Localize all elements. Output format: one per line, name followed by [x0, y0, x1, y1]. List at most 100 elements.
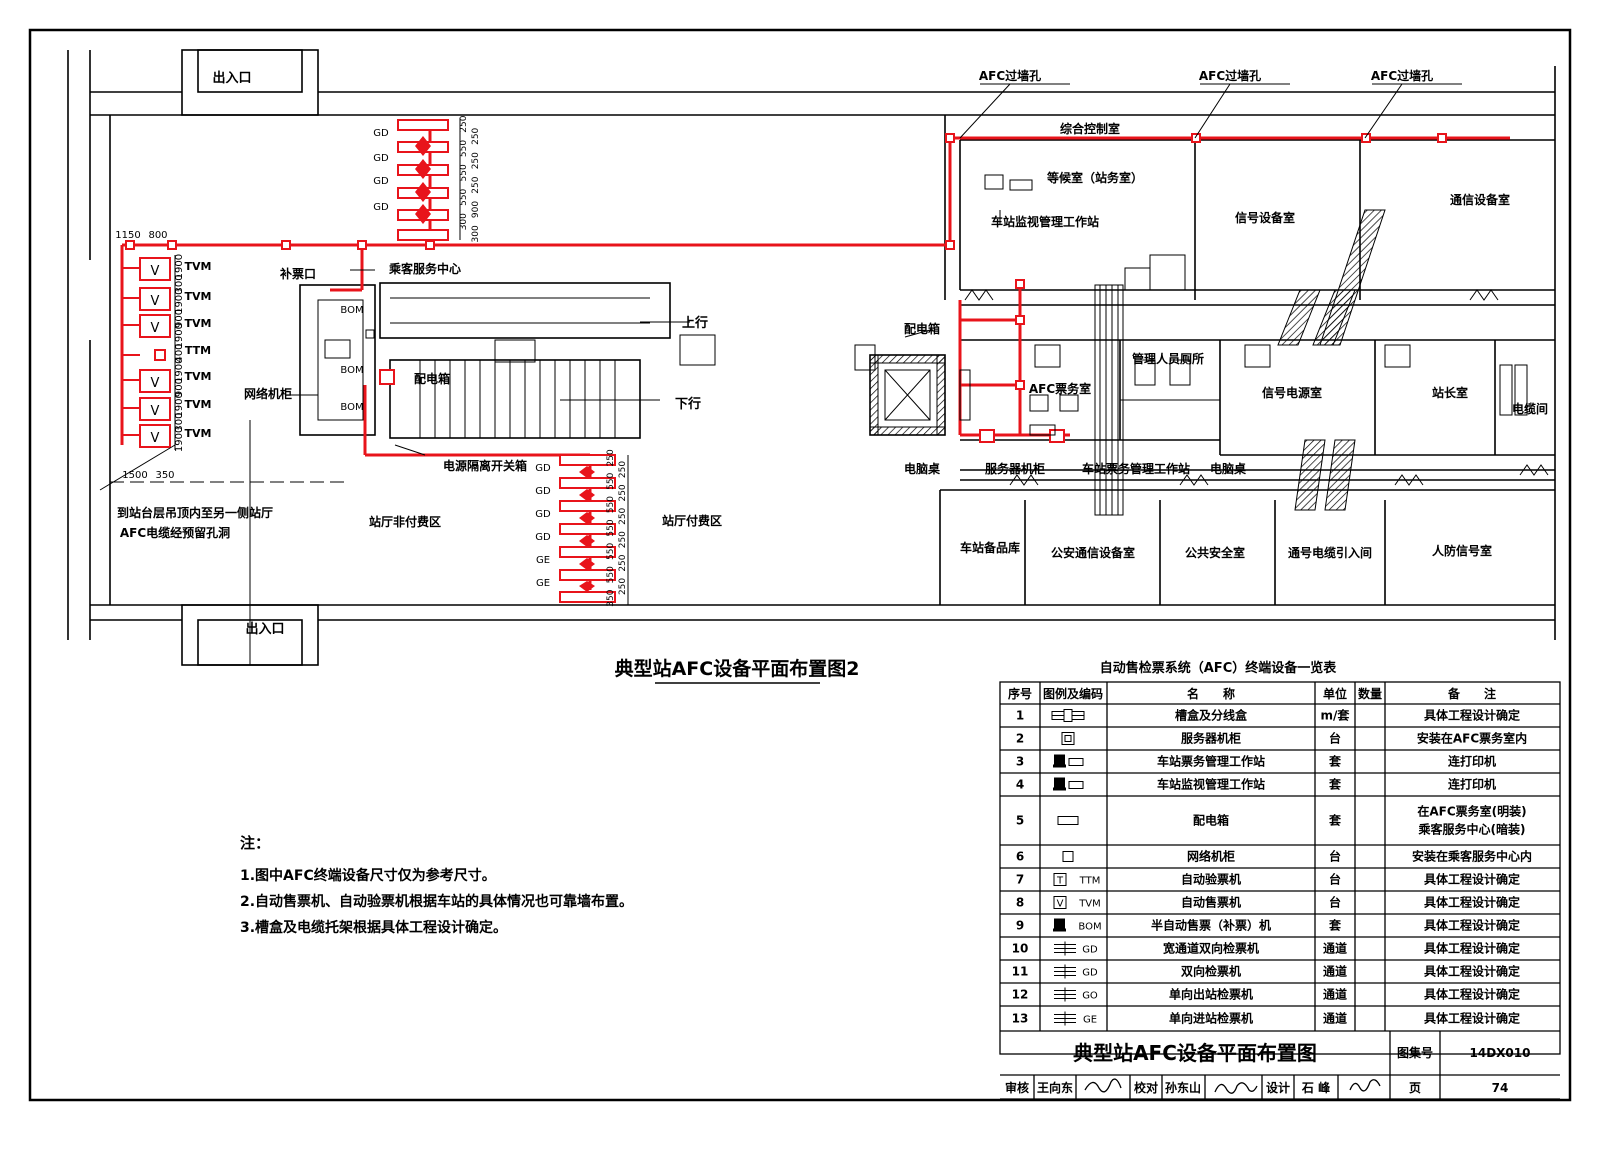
unit-cell: 通道	[1323, 987, 1347, 1002]
up-direction-label: 上行	[682, 315, 708, 331]
note-cell: 具体工程设计确定	[1424, 1011, 1520, 1026]
notes-heading: 注：	[240, 834, 270, 852]
police-comm-label: 公安通信设备室	[1051, 545, 1135, 560]
row-number: 6	[1016, 850, 1024, 864]
box-icon	[1057, 816, 1079, 825]
atlas-number: 14DX010	[1470, 1046, 1531, 1060]
dim-label: 250	[606, 449, 616, 466]
paid-zone-label: 站厅付费区	[662, 513, 722, 528]
machine-label: TVM	[185, 260, 212, 273]
net-cabinet-label: 网络机柜	[244, 386, 292, 401]
dim-label: 900	[174, 378, 185, 397]
gate-label: GE	[536, 578, 550, 589]
row-number: 2	[1016, 732, 1024, 746]
note-cell: 连打印机	[1448, 754, 1496, 769]
unit-cell: 套	[1328, 777, 1342, 792]
tvm-glyph: V	[151, 404, 160, 419]
checker-signature	[1214, 1082, 1258, 1094]
mgmt-toilet-label: 管理人员厕所	[1132, 351, 1204, 366]
dim-label: 1900	[174, 254, 185, 279]
bom-label: BOM	[340, 402, 363, 413]
design-label: 设计	[1266, 1080, 1290, 1095]
title-block: 典型站AFC设备平面布置图 图集号 14DX010 审核 王向东 校对 孙东山 …	[1000, 1030, 1560, 1100]
pc-desk-label-1: 电脑桌	[904, 461, 941, 476]
dim-label: 350	[155, 470, 174, 481]
legend-code: BOM	[1078, 922, 1101, 933]
station-master-label: 站长室	[1432, 385, 1468, 400]
equipment-name: 单向进站检票机	[1169, 1011, 1253, 1026]
dim-label: 250	[618, 531, 628, 548]
dist-box-label-2: 配电箱	[414, 371, 450, 386]
machine-box-2	[139, 287, 171, 311]
row-number: 5	[1016, 814, 1024, 828]
equipment-name: 单向出站检票机	[1169, 987, 1253, 1002]
waiting-room-label: 等候室（站务室）	[1046, 170, 1143, 185]
dim-label: 1900	[174, 392, 185, 417]
dim-label: 300	[471, 225, 481, 242]
square-icon	[1062, 851, 1074, 862]
table-header-cell: 单位	[1323, 686, 1347, 701]
tvm-column: V V V V V V	[139, 255, 176, 450]
unit-cell: 通道	[1323, 941, 1347, 956]
dim-label: 250	[471, 127, 481, 144]
row-number: 1	[1016, 709, 1024, 723]
checker-name: 孙东山	[1165, 1080, 1201, 1095]
equipment-name: 配电箱	[1193, 813, 1229, 828]
dim-label: 1150	[115, 230, 140, 241]
equipment-name: 自动验票机	[1181, 872, 1241, 887]
table-header: 序号图例及编码名 称单位数量备 注	[1008, 686, 1496, 701]
table-header-cell: 备 注	[1447, 686, 1496, 701]
tvm-glyph: V	[151, 321, 160, 336]
bom-label: BOM	[340, 365, 363, 376]
note-cell: 乘客服务中心(暗装)	[1418, 822, 1526, 837]
unit-cell: 台	[1329, 731, 1341, 746]
dim-label: 250	[618, 578, 628, 595]
gate-label: GD	[535, 486, 551, 497]
unit-cell: m/套	[1321, 708, 1351, 723]
machine-label: TVM	[185, 317, 212, 330]
public-safety-label: 公共安全室	[1185, 545, 1245, 560]
equipment-name: 自动售票机	[1181, 895, 1241, 910]
dim-label: 900	[174, 309, 185, 328]
monitor-ws-label: 车站监视管理工作站	[991, 214, 1099, 229]
tvm-glyph: V	[151, 376, 160, 391]
pc-desk-label-2: 电脑桌	[1210, 461, 1247, 476]
civil-defense-label: 人防信号室	[1432, 543, 1492, 558]
row-number: 9	[1016, 919, 1024, 933]
legend-code: GD	[1082, 945, 1098, 956]
notes-block: 注： 1.图中AFC终端设备尺寸仅为参考尺寸。 2.自动售票机、自动验票机根据车…	[240, 834, 633, 936]
designer-signature	[1349, 1079, 1381, 1092]
unpaid-zone-label: 站厅非付费区	[369, 514, 441, 529]
dim-label: 550	[606, 472, 616, 489]
equipment-name: 网络机柜	[1187, 849, 1235, 864]
unit-cell: 套	[1328, 754, 1342, 769]
note-cell: 在AFC票务室(明装)	[1417, 804, 1526, 819]
gate-label: GD	[373, 128, 389, 139]
server-icon	[1061, 732, 1075, 745]
note-cell: 具体工程设计确定	[1424, 941, 1520, 956]
floor-plan: V V V V V V	[67, 49, 1556, 666]
sheet-border	[28, 28, 1572, 1102]
tvm-glyph: V	[151, 294, 160, 309]
tvm-icon: V	[1053, 896, 1067, 910]
down-direction-label: 下行	[675, 396, 701, 412]
row-number: 10	[1012, 942, 1029, 956]
dim-label: 250	[471, 152, 481, 169]
reviewer-name: 王向东	[1037, 1080, 1073, 1095]
control-room-label: 综合控制室	[1060, 121, 1120, 136]
equipment-name: 槽盒及分线盒	[1175, 708, 1248, 723]
note-cell: 安装在乘客服务中心内	[1412, 849, 1532, 864]
entrance-top-label: 出入口	[212, 70, 251, 86]
unit-cell: 套	[1328, 813, 1342, 828]
ws-icon	[1053, 777, 1084, 791]
table-header-cell: 名 称	[1187, 686, 1235, 701]
table-row: 5 配电箱 套 在AFC票务室(明装) 乘客服务中心(暗装)	[1016, 804, 1527, 837]
equipment-name: 车站监视管理工作站	[1157, 777, 1265, 792]
legend-code: TTM	[1079, 876, 1101, 887]
